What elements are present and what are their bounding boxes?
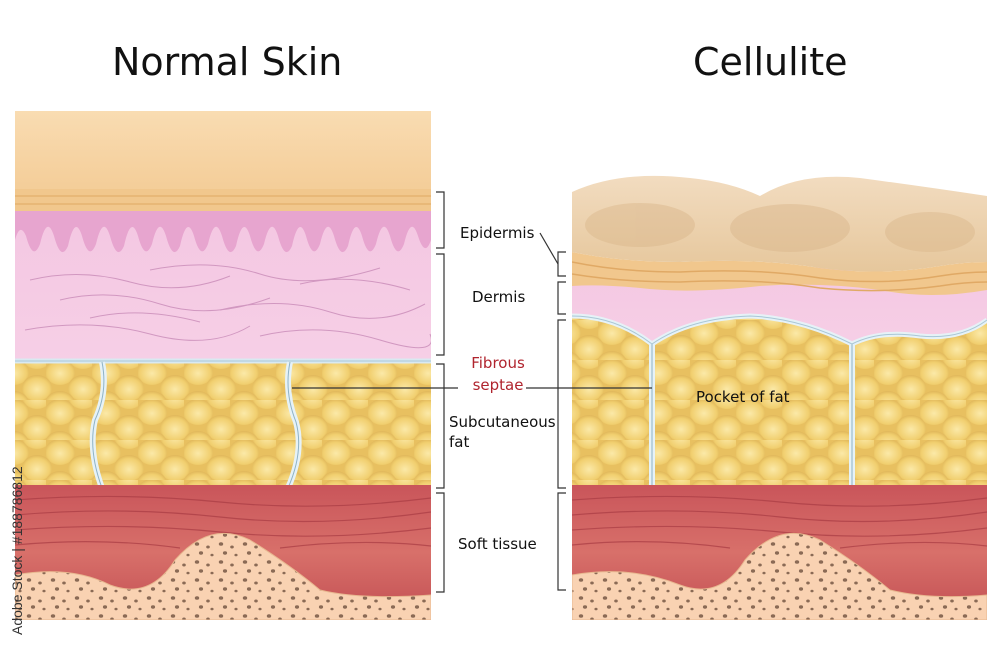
cellulite-skin-surface [572, 175, 987, 272]
watermark-text: Adobe Stock | #188786812 [9, 466, 25, 635]
normal-dermis-fibers [24, 264, 431, 349]
bracket-epidermis-left [436, 191, 445, 249]
label-subcutaneous-line2: fat [449, 433, 470, 451]
normal-skin-title: Normal Skin [112, 40, 343, 84]
normal-subcutaneous-fat [15, 361, 431, 488]
label-brackets [292, 191, 652, 593]
normal-skin-panel [15, 111, 431, 620]
bracket-dermis-left [436, 253, 445, 356]
epidermis-leader [539, 232, 559, 265]
label-fibrous-septae-line2: septae [472, 376, 524, 394]
cellulite-title: Cellulite [693, 40, 848, 84]
label-soft-tissue: Soft tissue [458, 535, 537, 553]
normal-epidermis-band [15, 189, 431, 213]
label-subcutaneous-line1: Subcutaneous [449, 413, 556, 431]
label-epidermis: Epidermis [460, 224, 535, 242]
label-pocket-of-fat: Pocket of fat [696, 388, 790, 406]
cellulite-bone [572, 532, 987, 620]
normal-rete-ridges [15, 211, 431, 253]
stock-watermark: Adobe Stock | #188786812 [9, 466, 25, 635]
bracket-dermis-right [557, 281, 566, 315]
normal-bone [15, 532, 431, 620]
bracket-epidermis-right [557, 251, 566, 277]
bracket-soft-tissue-right [557, 492, 566, 591]
label-fibrous-septae-line1: Fibrous [471, 354, 525, 372]
bracket-fat-left [436, 363, 445, 489]
cellulite-panel [572, 175, 987, 620]
bracket-soft-tissue-left [436, 492, 445, 593]
normal-skin-surface [15, 111, 431, 191]
bracket-fat-right [557, 319, 566, 489]
label-dermis: Dermis [472, 288, 526, 306]
